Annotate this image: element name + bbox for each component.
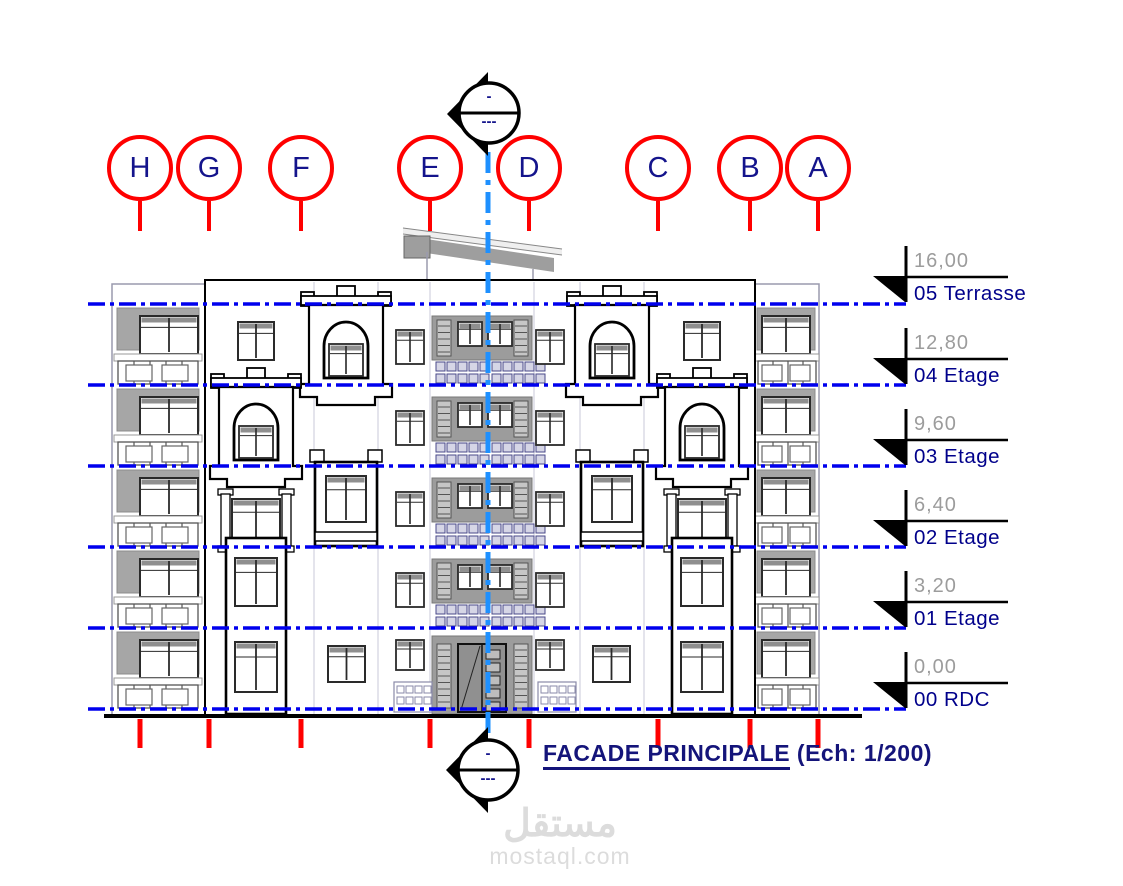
grid-label: G [197, 152, 221, 184]
grid-label: H [129, 152, 151, 184]
grid-label: A [808, 152, 828, 184]
grid-label: E [420, 152, 440, 184]
level-elevation: 0,00 [914, 656, 957, 678]
grid-bubble-g: G [176, 135, 242, 201]
watermark-arabic: مستقل [503, 803, 617, 845]
level-elevation: 3,20 [914, 575, 957, 597]
watermark-latin: mostaql.com [489, 843, 631, 869]
grid-bubble-b: B [717, 135, 783, 201]
level-name: 05 Terrasse [914, 282, 1027, 305]
level-name: 02 Etage [914, 526, 1001, 549]
grid-bubble-a: A [785, 135, 851, 201]
grid-bubble-e: E [397, 135, 463, 201]
section-marker-top-dash: - [486, 88, 492, 105]
level-name: 04 Etage [914, 364, 1001, 387]
level-name: 00 RDC [914, 688, 990, 711]
level-markers [873, 246, 1008, 708]
building-facade [104, 227, 862, 718]
level-name: 03 Etage [914, 445, 1001, 468]
drawing-title-scale: (Ech: 1/200) [790, 740, 933, 766]
grid-label: B [740, 152, 760, 184]
grid-label: D [518, 152, 540, 184]
grid-label: C [647, 152, 669, 184]
grid-bubble-d: D [496, 135, 562, 201]
section-marker-bottom-dashes: --- [480, 770, 496, 787]
drawing-title: FACADE PRINCIPALE (Ech: 1/200) [543, 740, 933, 770]
level-elevation: 9,60 [914, 413, 957, 435]
level-elevation: 12,80 [914, 332, 970, 354]
grid-stems-and-ticks [137, 201, 821, 748]
level-elevation: 16,00 [914, 250, 970, 272]
towers-left [208, 285, 394, 716]
section-marker-top-dashes: --- [481, 113, 497, 130]
towers-right [564, 285, 750, 716]
grid-label: F [292, 152, 310, 184]
level-lines [88, 302, 906, 711]
grid-bubble-f: F [268, 135, 334, 201]
grid-bubble-h: H [107, 135, 173, 201]
watermark: مستقل mostaql.com [430, 804, 690, 868]
section-marker-symbols [446, 72, 521, 813]
level-name: 01 Etage [914, 607, 1001, 630]
drawing-title-main: FACADE PRINCIPALE [543, 740, 791, 770]
section-marker-bottom-dash: - [485, 745, 491, 762]
grid-bubble-c: C [625, 135, 691, 201]
level-elevation: 6,40 [914, 494, 957, 516]
